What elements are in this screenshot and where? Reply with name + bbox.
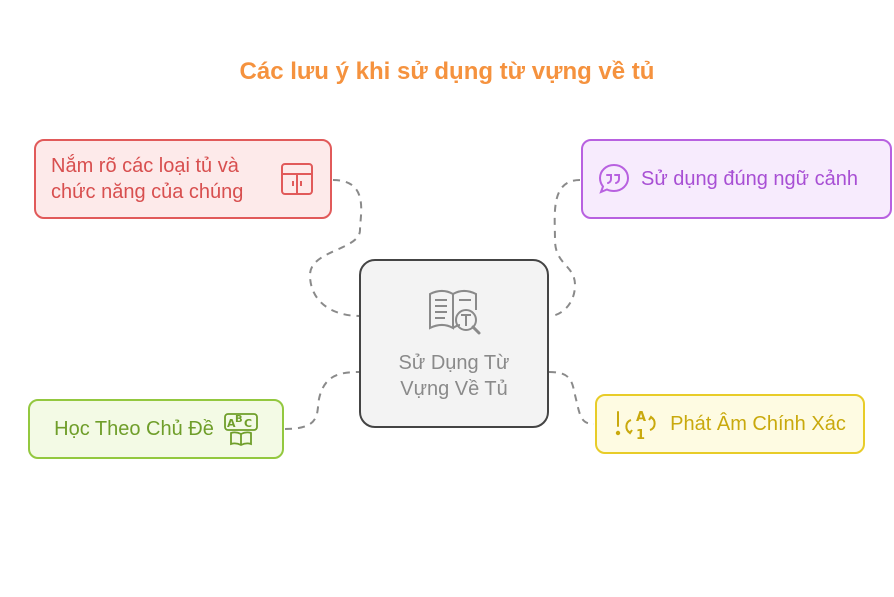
branch-node-top-left: Nắm rõ các loại tủ và chức năng của chún… bbox=[34, 139, 332, 219]
cabinet-icon bbox=[279, 161, 315, 197]
branch-label-top-left: Nắm rõ các loại tủ và chức năng của chún… bbox=[51, 155, 244, 203]
connector-top-left bbox=[308, 179, 363, 317]
svg-text:C: C bbox=[244, 417, 252, 430]
book-magnify-icon bbox=[426, 286, 482, 340]
branch-node-bottom-right: A 1 Phát Âm Chính Xác bbox=[595, 394, 865, 454]
connector-bottom-right bbox=[548, 371, 595, 425]
abc-book-icon: A B C bbox=[223, 412, 258, 446]
connector-top-right bbox=[549, 179, 581, 317]
diagram-title: Các lưu ý khi sử dụng từ vựng về tủ bbox=[239, 58, 655, 85]
svg-text:1: 1 bbox=[636, 428, 645, 442]
branch-label-bottom-right: Phát Âm Chính Xác bbox=[670, 413, 846, 435]
connector-bottom-left bbox=[284, 371, 361, 430]
center-label: Sử Dụng Từ Vựng Về Tủ bbox=[398, 351, 510, 400]
branch-node-bottom-left: Học Theo Chủ Đề A B C bbox=[28, 399, 284, 459]
svg-text:A: A bbox=[636, 410, 646, 425]
branch-label-top-right: Sử dụng đúng ngữ cảnh bbox=[641, 168, 858, 190]
svg-text:A: A bbox=[227, 417, 236, 430]
center-node: Sử Dụng Từ Vựng Về Tủ bbox=[359, 259, 549, 428]
pronunciation-icon: A 1 bbox=[614, 406, 660, 442]
branch-label-bottom-left: Học Theo Chủ Đề bbox=[54, 418, 214, 440]
svg-text:B: B bbox=[235, 414, 243, 425]
quote-bubble-icon bbox=[597, 162, 631, 196]
branch-node-top-right: Sử dụng đúng ngữ cảnh bbox=[581, 139, 892, 219]
